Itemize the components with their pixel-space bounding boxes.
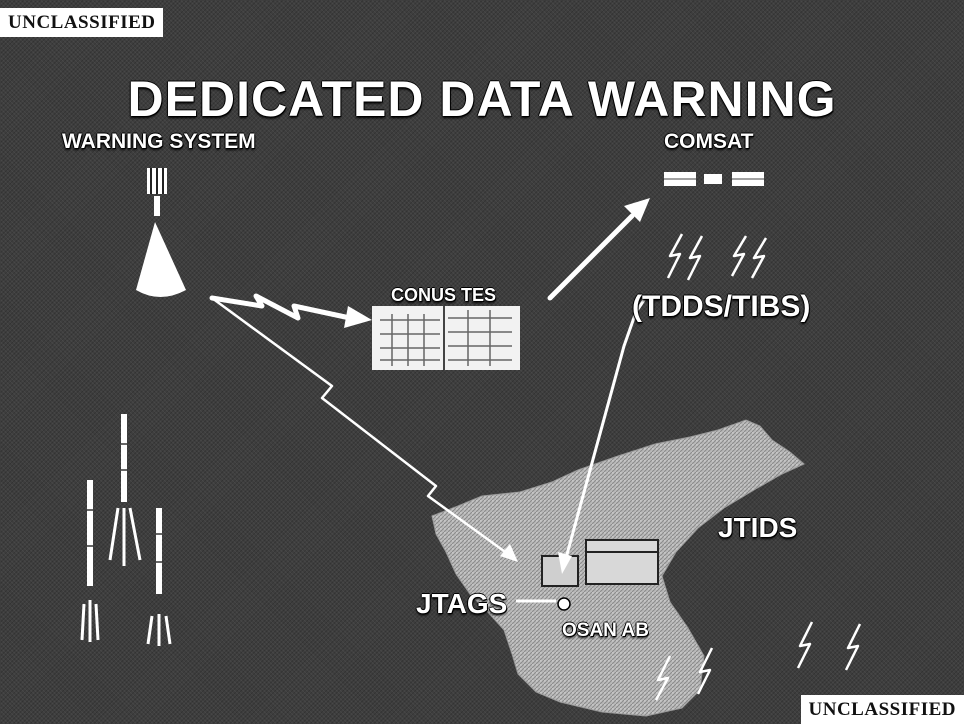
- satellite-icon: [147, 168, 167, 216]
- link-warning-to-jtags: [210, 296, 510, 556]
- comsat-label: COMSAT: [664, 130, 754, 153]
- jtids-label: JTIDS: [718, 512, 798, 543]
- arrowhead: [624, 198, 650, 222]
- comsat-satellite-icon: [664, 172, 764, 186]
- arrowhead: [500, 544, 518, 562]
- osan-ab-label: OSAN AB: [562, 620, 649, 641]
- base-marker-icon: [516, 597, 571, 611]
- tdds-tibs-label: (TDDS/TIBS): [632, 290, 811, 323]
- classification-banner-bottom: UNCLASSIFIED: [800, 695, 964, 724]
- link-warning-to-conus: [209, 293, 353, 321]
- arrowhead: [344, 306, 372, 328]
- missile-icon: [108, 414, 142, 566]
- conus-tes-label: CONUS TES: [391, 285, 497, 305]
- link-conus-to-comsat: [547, 213, 635, 301]
- diagram-title: DEDICATED DATA WARNING: [127, 71, 837, 127]
- sensor-beam-icon: [136, 222, 186, 297]
- classification-banner-top: UNCLASSIFIED: [0, 8, 164, 37]
- base-building-icon: [541, 539, 659, 587]
- lightning-link-icon: [654, 233, 862, 701]
- warning-system-label: WARNING SYSTEM: [62, 130, 256, 153]
- missile-icon: [80, 480, 100, 642]
- missile-icon: [146, 508, 172, 646]
- link-comsat-to-jtags: [564, 298, 646, 560]
- arrowhead: [558, 552, 572, 574]
- building-icon: [372, 306, 520, 370]
- jtags-label: JTAGS: [416, 588, 508, 619]
